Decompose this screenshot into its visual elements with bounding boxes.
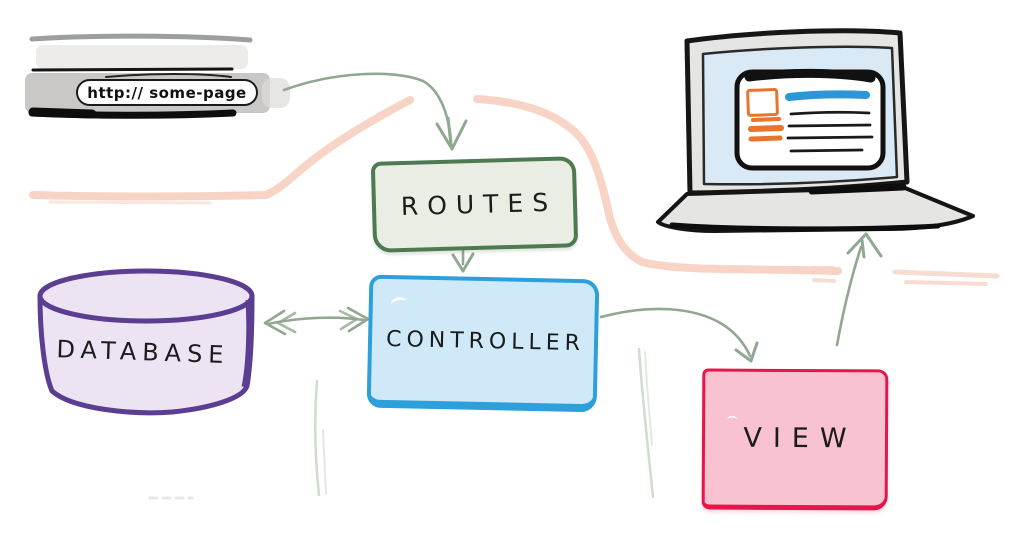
browser-bar-pill-tail: [105, 73, 232, 78]
card-orange-elements: [746, 88, 784, 142]
laptop-base-edge: [669, 222, 941, 232]
peach-stroke-left: [29, 96, 414, 201]
sketch-line-left: [314, 379, 321, 497]
orange-text-line-2: [748, 125, 784, 132]
peach-flow-strokes: [29, 95, 1000, 286]
browser-bar-divider: [31, 67, 234, 72]
arrow-database-controller: [263, 306, 370, 336]
orange-text-line-3: [748, 135, 783, 142]
arrow-url-to-routes: [282, 72, 468, 151]
database-lid: [37, 268, 255, 324]
browser-bar-highlight: [36, 45, 248, 69]
url-text: http:// some-page: [87, 83, 247, 102]
sketch-line-left-double: [322, 429, 327, 495]
heading-highlight: [785, 90, 870, 101]
url-bar: http:// some-page: [76, 79, 258, 106]
peach-dashes: [810, 266, 1000, 286]
database-cylinder: [37, 268, 255, 416]
peach-stroke-right: [473, 95, 842, 275]
view-shine: [727, 415, 738, 424]
card-text-lines: [786, 110, 874, 153]
orange-text-line-1: [751, 117, 781, 122]
browser-bar-top-stroke: [29, 33, 253, 43]
controller-label: CONTROLLER: [385, 326, 586, 357]
card-title-bar: [744, 68, 876, 83]
controller-box: CONTROLLER: [366, 274, 600, 413]
controller-shine: [389, 295, 408, 311]
peach-stroke-left-double: [48, 200, 212, 205]
arrow-view-to-browser: [835, 232, 883, 347]
browser-bar-underline-bold: [28, 107, 97, 119]
laptop-hinge-line: [808, 183, 907, 195]
browser-bar-body-fade: [262, 78, 290, 108]
routes-box: ROUTES: [370, 156, 579, 253]
database-label-wrap: DATABASE: [39, 331, 240, 374]
image-placeholder-icon: [746, 88, 779, 117]
sketch-line-right-double: [644, 351, 653, 446]
view-label: VIEW: [743, 422, 858, 455]
database-edge-thick: [241, 299, 254, 388]
database-label: DATABASE: [55, 335, 230, 370]
green-arrows: [263, 72, 883, 363]
arrow-controller-to-view: [599, 307, 759, 363]
sketch-lines: [148, 347, 655, 500]
laptop-base: [656, 186, 975, 233]
laptop: [656, 28, 975, 233]
view-box: VIEW: [701, 368, 889, 511]
routes-label: ROUTES: [400, 187, 558, 222]
sketch-line-right: [637, 347, 655, 499]
